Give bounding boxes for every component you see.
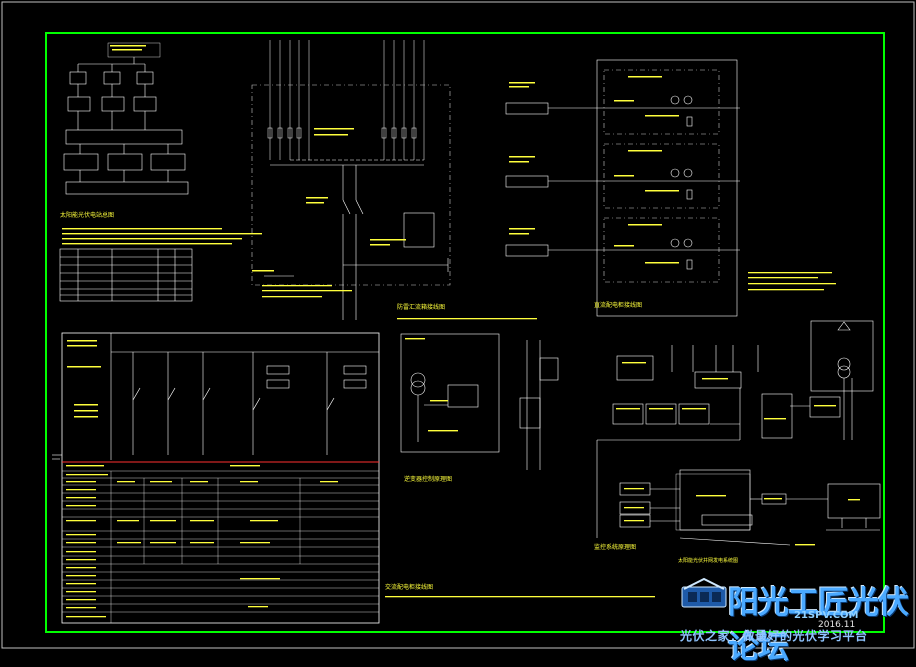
- p2-combiner-box: [251, 40, 451, 320]
- watermark-tagline: 光伏之家：做最好的光伏学习平台: [680, 629, 868, 643]
- schematic-canvas: 太阳能光伏电站总图 防雷汇流箱接线图 直流配电柜接线图 逆变器控制原理图 交流配…: [1, 1, 915, 649]
- panel-title-p4: 逆变器控制原理图: [404, 475, 452, 483]
- panel-title-p1: 太阳能光伏电站总图: [60, 211, 114, 219]
- p1-system-overview: [59, 42, 193, 302]
- p4-inverter-control: [400, 333, 559, 470]
- p6-monitoring: [596, 320, 881, 546]
- site-logo-icon: [681, 577, 727, 608]
- drawing-subtitle: 太阳能光伏并网发电系统图: [678, 558, 739, 564]
- p3-dc-distribution: [505, 59, 740, 317]
- panel-lines: [52, 40, 881, 624]
- site-watermark: 太阳能光伏并网发电系统图 阳光工匠光伏论坛 21SPV.COM 2016.11 …: [678, 558, 916, 666]
- panel-title-p2: 防雷汇流箱接线图: [397, 303, 445, 311]
- panel-title-p6: 监控系统原理图: [594, 543, 636, 551]
- panel-title-p5: 交流配电柜接线图: [385, 583, 433, 591]
- panel-title-p3: 直流配电柜接线图: [594, 301, 642, 309]
- drawing-border: [45, 32, 885, 633]
- outer-frame: [1, 1, 915, 649]
- watermark-domain: 21SPV.COM: [794, 610, 859, 621]
- p5-ac-distribution: [52, 332, 380, 624]
- watermark-date: 2016.11: [818, 620, 856, 630]
- annotation-marks: [62, 45, 860, 618]
